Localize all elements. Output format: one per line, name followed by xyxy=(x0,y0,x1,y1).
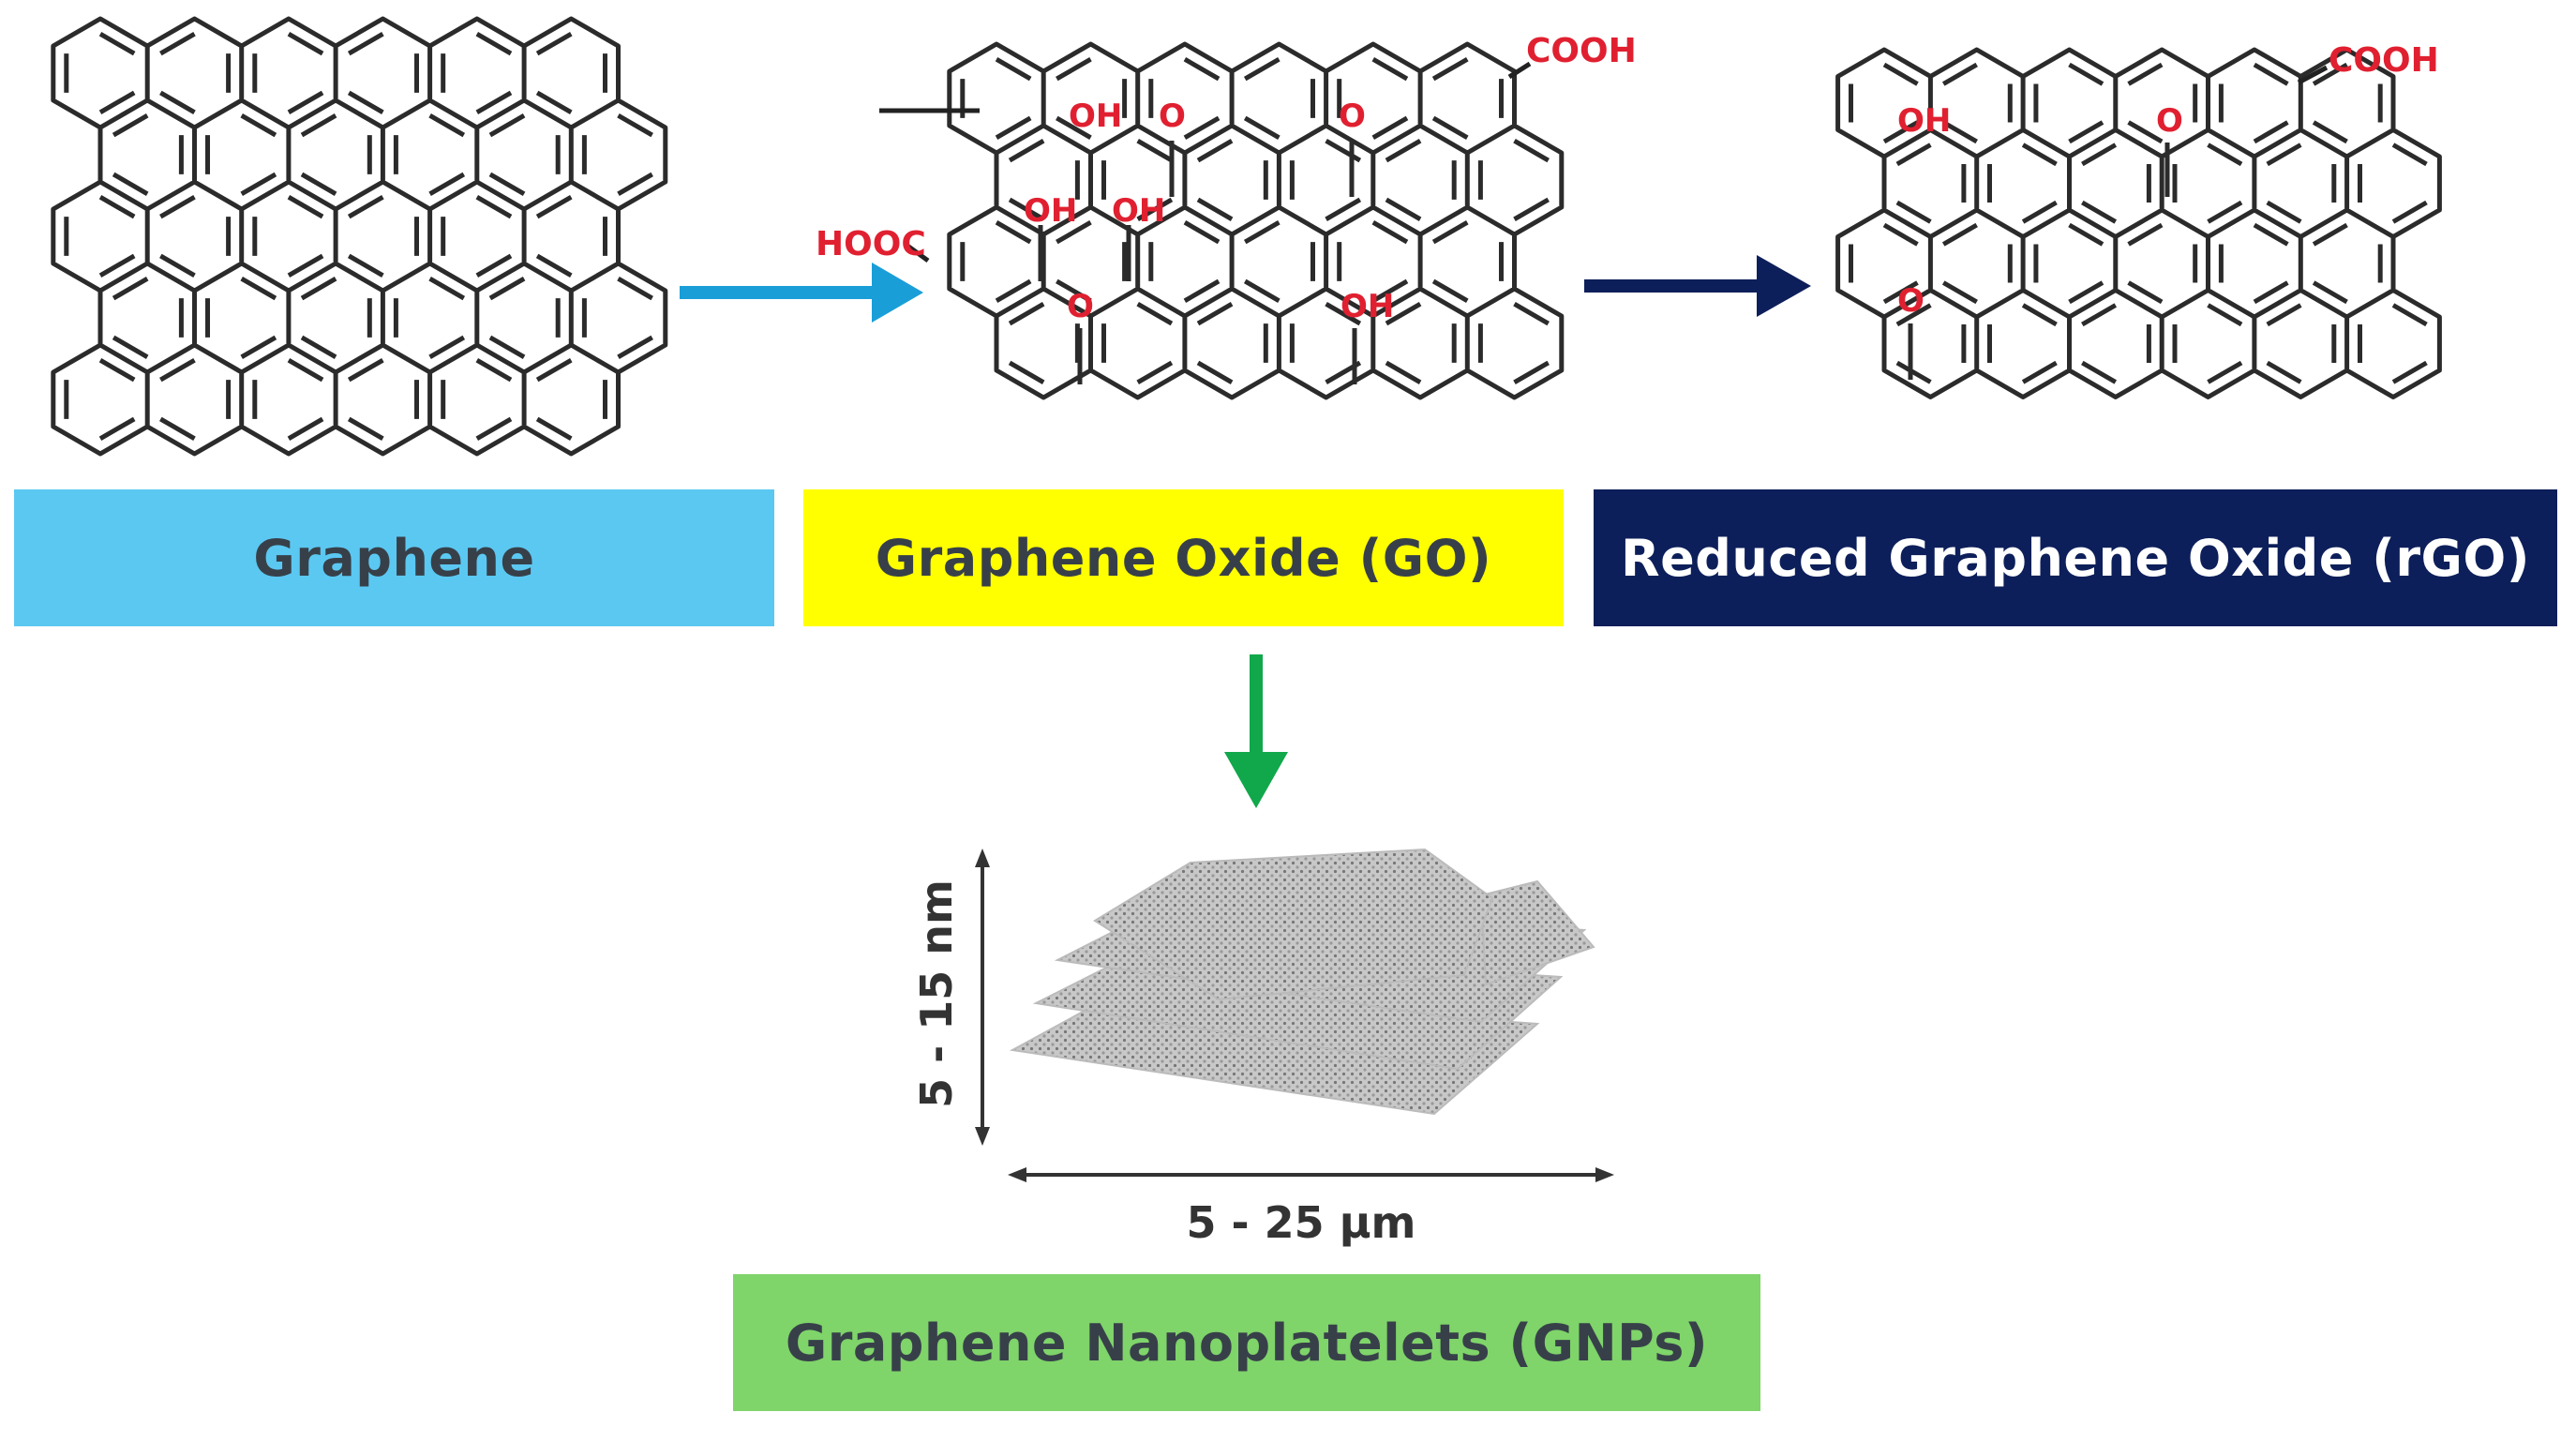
graphene-nanoplatelets-label-box: Graphene Nanoplatelets (GNPs) xyxy=(733,1274,1760,1411)
arrow-go-to-gnp xyxy=(1224,654,1288,808)
graphene-label-box: Graphene xyxy=(14,489,774,626)
graphene-lattice xyxy=(51,16,668,457)
reduced-graphene-oxide-lattice xyxy=(1835,47,2442,399)
go-functional-groups: COOH HOOC OH O O OH OH O OH xyxy=(816,32,1637,325)
platelet-side xyxy=(1479,879,1595,986)
graphene-label: Graphene xyxy=(253,528,535,588)
graphene-nanoplatelets-label: Graphene Nanoplatelets (GNPs) xyxy=(785,1313,1709,1373)
go-epoxy-label-1: O xyxy=(1159,98,1186,135)
arrow-go-to-rgo xyxy=(1584,255,1811,317)
graphene-oxide-lattice xyxy=(947,41,1565,400)
go-oh-label-1: OH xyxy=(1069,98,1122,135)
thickness-dimension: 5 - 15 nm xyxy=(911,849,990,1146)
reduced-graphene-oxide-label: Reduced Graphene Oxide (rGO) xyxy=(1621,528,2530,588)
width-label: 5 - 25 µm xyxy=(1187,1197,1416,1248)
go-oh-label-4: OH xyxy=(1340,288,1394,325)
graphene-oxide-label-box: Graphene Oxide (GO) xyxy=(803,489,1564,626)
hexagon-rings xyxy=(947,41,1565,400)
rgo-cooh-label: COOH xyxy=(2329,41,2439,80)
thickness-label: 5 - 15 nm xyxy=(911,879,962,1108)
rgo-epoxy-label-2: O xyxy=(1897,282,1925,320)
go-hooc-label: HOOC xyxy=(816,225,926,263)
nanoplatelet-stack xyxy=(1009,848,1595,1116)
reduced-graphene-oxide-label-box: Reduced Graphene Oxide (rGO) xyxy=(1594,489,2557,626)
hexagon-rings xyxy=(1835,47,2442,399)
go-epoxy-label-3: O xyxy=(1067,288,1094,325)
arrow-graphene-to-go xyxy=(680,263,923,323)
rgo-oh-label: OH xyxy=(1897,102,1951,140)
go-oh-label-2: OH xyxy=(1024,192,1077,230)
hexagon-rings xyxy=(51,16,668,457)
go-epoxy-label-2: O xyxy=(1339,98,1366,135)
width-dimension: 5 - 25 µm xyxy=(1008,1167,1614,1248)
rgo-functional-groups: COOH OH O O xyxy=(1897,41,2439,320)
graphene-oxide-label: Graphene Oxide (GO) xyxy=(875,528,1492,588)
go-oh-label-3: OH xyxy=(1112,192,1165,230)
go-cooh-label: COOH xyxy=(1526,32,1637,70)
platelet-top xyxy=(1093,848,1494,1001)
rgo-epoxy-label-1: O xyxy=(2156,102,2183,140)
